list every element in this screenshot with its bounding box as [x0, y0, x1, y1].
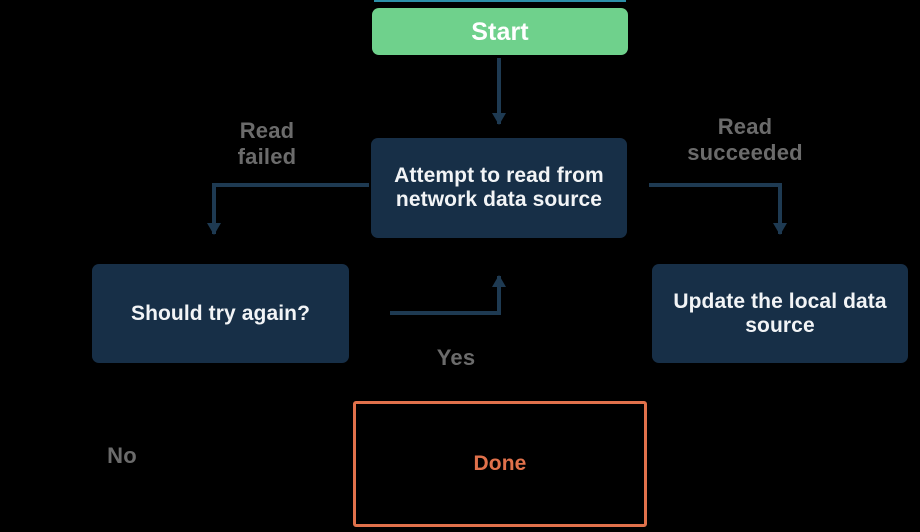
node-start[interactable]: Start — [372, 8, 628, 55]
edge-label-read-succeeded: Read succeeded — [687, 114, 803, 165]
edge-label-yes: Yes — [436, 345, 476, 370]
node-done[interactable]: Done — [353, 401, 647, 527]
node-should-try-again[interactable]: Should try again? — [92, 264, 349, 363]
edge-attempt-to-retry — [207, 183, 369, 235]
edge-label-read-failed: Read failed — [237, 118, 297, 169]
top-edge-stub — [374, 0, 626, 2]
edge-attempt-to-update — [649, 183, 787, 235]
edge-retry-to-attempt — [390, 275, 506, 315]
node-update-local-data-source[interactable]: Update the local data source — [652, 264, 908, 363]
edge-label-no: No — [107, 443, 137, 468]
node-attempt-to-read[interactable]: Attempt to read from network data source — [371, 138, 627, 238]
